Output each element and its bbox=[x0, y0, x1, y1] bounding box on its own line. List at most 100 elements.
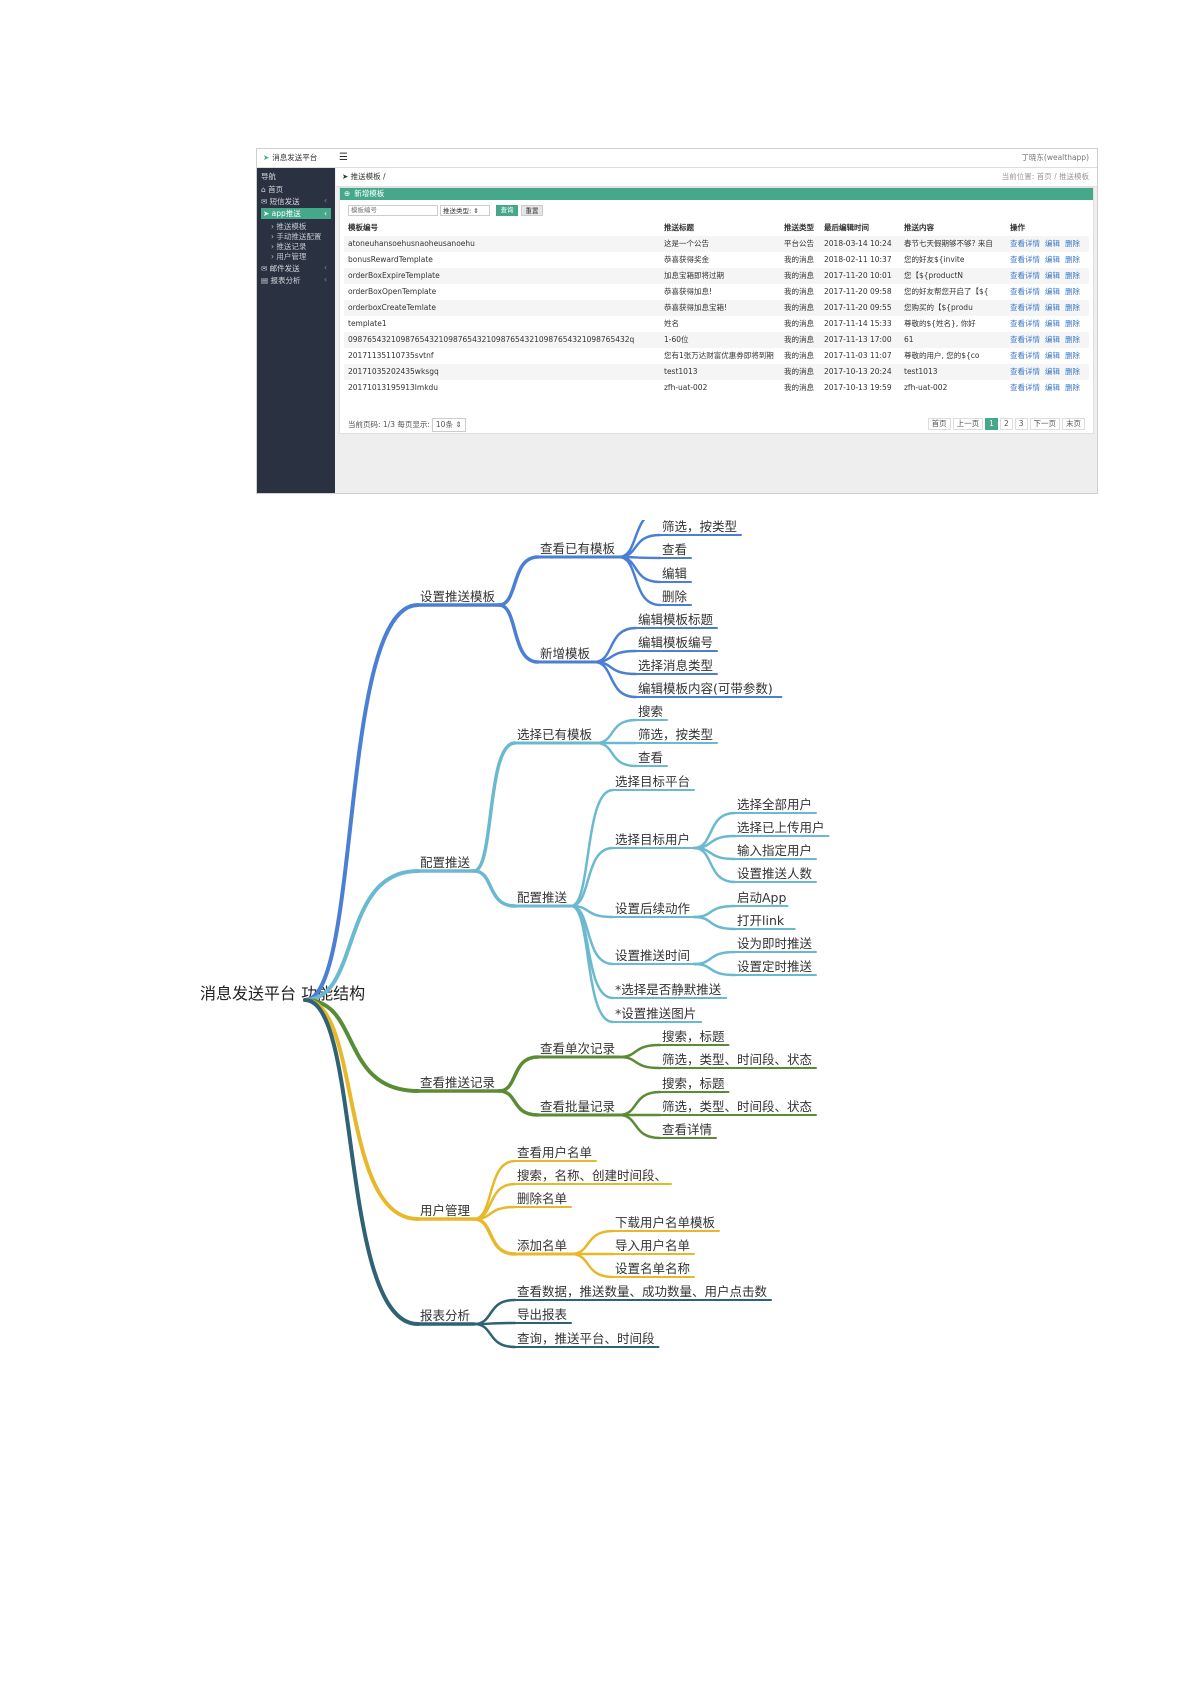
delete-link[interactable]: 删除 bbox=[1065, 271, 1080, 280]
view-detail-link[interactable]: 查看详情 bbox=[1010, 271, 1040, 280]
delete-link[interactable]: 删除 bbox=[1065, 287, 1080, 296]
edit-link[interactable]: 编辑 bbox=[1045, 367, 1060, 376]
table-cell: 这是一个公告 bbox=[664, 239, 709, 248]
table-row: 0987654321098765432109876543210987654321… bbox=[344, 332, 1089, 348]
page-button[interactable]: 末页 bbox=[1062, 418, 1085, 430]
view-detail-link[interactable]: 查看详情 bbox=[1010, 335, 1040, 344]
mindmap-edge bbox=[497, 1055, 540, 1093]
view-detail-link[interactable]: 查看详情 bbox=[1010, 383, 1040, 392]
mindmap-leaf: 筛选，类型、时间段、状态 bbox=[662, 1052, 812, 1067]
mindmap-branch: 设置推送模板 bbox=[420, 589, 496, 604]
sidebar-subitem-label: 手动推送配置 bbox=[276, 232, 322, 241]
delete-link[interactable]: 删除 bbox=[1065, 303, 1080, 312]
mindmap-edge bbox=[569, 846, 615, 908]
edit-link[interactable]: 编辑 bbox=[1045, 255, 1060, 264]
sidebar: 导航 ⌂ 首页 ✉ 短信发送‹ ➤ app推送‹ › 推送模板 › 手动推送配置… bbox=[257, 168, 335, 493]
sidebar-item-home[interactable]: ⌂ 首页 bbox=[261, 184, 283, 195]
view-detail-link[interactable]: 查看详情 bbox=[1010, 239, 1040, 248]
table-cell: 您的好友帮您开启了【${ bbox=[904, 287, 989, 296]
view-detail-link[interactable]: 查看详情 bbox=[1010, 367, 1040, 376]
query-button[interactable]: 查询 bbox=[496, 205, 518, 216]
mindmap-leaf: 编辑 bbox=[662, 566, 687, 581]
page-button[interactable]: 2 bbox=[999, 418, 1013, 430]
edit-link[interactable]: 编辑 bbox=[1045, 351, 1060, 360]
page-size-select[interactable]: 10条 ⇕ bbox=[431, 418, 466, 432]
table-cell: 我的消息 bbox=[784, 303, 814, 312]
view-detail-link[interactable]: 查看详情 bbox=[1010, 319, 1040, 328]
mindmap-edge bbox=[303, 998, 420, 1326]
sidebar-subitem-manual-push[interactable]: › 手动推送配置 bbox=[271, 232, 322, 241]
edit-link[interactable]: 编辑 bbox=[1045, 303, 1060, 312]
delete-link[interactable]: 删除 bbox=[1065, 351, 1080, 360]
table-cell: 恭喜获得加息! bbox=[664, 287, 713, 296]
delete-link[interactable]: 删除 bbox=[1065, 367, 1080, 376]
mindmap-subbranch: 设置后续动作 bbox=[615, 901, 691, 916]
row-actions: 查看详情编辑删除 bbox=[1010, 236, 1089, 252]
mindmap-leaf: *选择是否静默推送 bbox=[615, 982, 722, 997]
edit-link[interactable]: 编辑 bbox=[1045, 239, 1060, 248]
delete-link[interactable]: 删除 bbox=[1065, 383, 1080, 392]
page-button[interactable]: 3 bbox=[1014, 418, 1028, 430]
table-cell: 我的消息 bbox=[784, 271, 814, 280]
mindmap-leaf: 设置名单名称 bbox=[615, 1261, 690, 1276]
menu-toggle-icon[interactable]: ☰ bbox=[339, 152, 348, 163]
mindmap-edge bbox=[617, 533, 662, 559]
page-button[interactable]: 下一页 bbox=[1029, 418, 1060, 430]
view-detail-link[interactable]: 查看详情 bbox=[1010, 351, 1040, 360]
sidebar-subitem-users[interactable]: › 用户管理 bbox=[271, 252, 307, 261]
add-template-button[interactable]: ⊕新增模板 bbox=[340, 188, 1093, 200]
page-button[interactable]: 1 bbox=[985, 418, 998, 430]
reset-button[interactable]: 重置 bbox=[521, 205, 543, 216]
edit-link[interactable]: 编辑 bbox=[1045, 383, 1060, 392]
delete-link[interactable]: 删除 bbox=[1065, 335, 1080, 344]
edit-link[interactable]: 编辑 bbox=[1045, 335, 1060, 344]
edit-link[interactable]: 编辑 bbox=[1045, 287, 1060, 296]
sidebar-item-sms[interactable]: ✉ 短信发送‹ bbox=[261, 196, 331, 207]
push-type-select[interactable]: 推送类型: ⇕ bbox=[440, 205, 490, 216]
table-cell: orderBoxExpireTemplate bbox=[348, 271, 440, 280]
mindmap-edge bbox=[594, 741, 638, 768]
chevron-left-icon: ‹ bbox=[324, 209, 327, 218]
mindmap-leaf: 查看用户名单 bbox=[517, 1145, 592, 1160]
mindmap-leaf: 查看数据，推送数量、成功数量、用户点击数 bbox=[517, 1284, 768, 1299]
mindmap-edge bbox=[692, 811, 737, 850]
mindmap-edge bbox=[472, 869, 517, 908]
page-button[interactable]: 上一页 bbox=[952, 418, 984, 430]
user-menu[interactable]: 丁晓东(wealthapp) bbox=[1021, 153, 1089, 162]
mind-map: 消息发送平台 功能结构 设置推送模板查看已有模板搜索筛选，按类型查看编辑删除新增… bbox=[200, 520, 830, 1349]
view-detail-link[interactable]: 查看详情 bbox=[1010, 287, 1040, 296]
mindmap-branch: 查看推送记录 bbox=[420, 1075, 495, 1090]
mindmap-subbranch: 选择已有模板 bbox=[517, 727, 593, 742]
sidebar-subitem-label: 推送记录 bbox=[276, 242, 307, 251]
mindmap-edge bbox=[617, 1055, 662, 1070]
mindmap-root: 消息发送平台 功能结构 bbox=[200, 984, 365, 1003]
table-cell: 我的消息 bbox=[784, 351, 814, 360]
delete-link[interactable]: 删除 bbox=[1065, 319, 1080, 328]
page-button[interactable]: 首页 bbox=[927, 418, 951, 430]
delete-link[interactable]: 删除 bbox=[1065, 255, 1080, 264]
view-detail-link[interactable]: 查看详情 bbox=[1010, 255, 1040, 264]
edit-link[interactable]: 编辑 bbox=[1045, 271, 1060, 280]
mindmap-edge bbox=[594, 718, 638, 745]
sidebar-item-app-push[interactable]: ➤ app推送‹ bbox=[261, 208, 331, 219]
template-id-search-input[interactable] bbox=[348, 205, 438, 216]
app-screenshot: ➤消息发送平台 ☰ 丁晓东(wealthapp) 导航 ⌂ 首页 ✉ 短信发送‹… bbox=[256, 148, 1098, 494]
table-cell: 20171013195913lmkdu bbox=[348, 383, 439, 392]
home-icon: ⌂ bbox=[261, 185, 269, 194]
delete-link[interactable]: 删除 bbox=[1065, 239, 1080, 248]
sidebar-subitem-template[interactable]: › 推送模板 bbox=[271, 222, 307, 231]
edit-link[interactable]: 编辑 bbox=[1045, 319, 1060, 328]
row-actions: 查看详情编辑删除 bbox=[1010, 300, 1089, 316]
mindmap-leaf: 编辑模板标题 bbox=[638, 612, 714, 627]
mindmap-edge bbox=[692, 915, 737, 931]
sidebar-item-report[interactable]: ▤ 报表分析‹ bbox=[261, 275, 331, 286]
view-detail-link[interactable]: 查看详情 bbox=[1010, 303, 1040, 312]
nav-label: 导航 bbox=[261, 172, 276, 181]
plus-circle-icon: ⊕ bbox=[344, 189, 351, 198]
table-cell: 您的好友${invite bbox=[904, 255, 965, 264]
sidebar-item-mail[interactable]: ✉ 邮件发送‹ bbox=[261, 263, 331, 274]
sidebar-subitem-records[interactable]: › 推送记录 bbox=[271, 242, 307, 251]
